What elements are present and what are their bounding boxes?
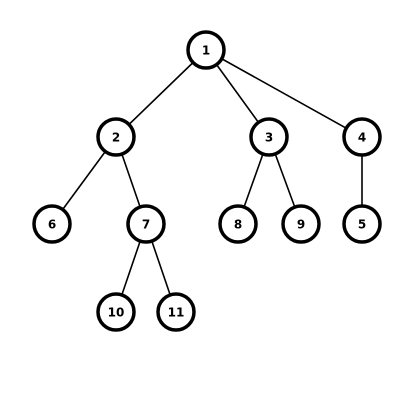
node-label: 10	[108, 306, 125, 320]
node-label: 9	[297, 218, 305, 232]
node-10: 10	[96, 292, 136, 332]
node-circle	[96, 117, 136, 157]
node-label: 2	[112, 131, 120, 145]
node-2: 2	[96, 117, 136, 157]
node-1: 1	[186, 30, 226, 70]
node-label: 4	[358, 131, 366, 145]
node-circle	[281, 204, 321, 244]
node-label: 11	[168, 306, 185, 320]
edge-1-4	[205, 49, 363, 138]
node-4: 4	[342, 117, 382, 157]
node-circle	[96, 292, 136, 332]
node-circle	[218, 204, 258, 244]
node-circle	[186, 30, 226, 70]
node-circle	[126, 204, 166, 244]
node-9: 9	[281, 204, 321, 244]
node-7: 7	[126, 204, 166, 244]
edges-layer	[51, 49, 363, 313]
node-label: 3	[265, 131, 273, 145]
node-circle	[32, 204, 72, 244]
node-5: 5	[342, 204, 382, 244]
node-8: 8	[218, 204, 258, 244]
node-circle	[342, 117, 382, 157]
node-label: 6	[48, 218, 56, 232]
edge-1-2	[115, 49, 207, 138]
node-label: 5	[358, 218, 366, 232]
node-circle	[342, 204, 382, 244]
node-circle	[249, 117, 289, 157]
node-11: 11	[156, 292, 196, 332]
node-3: 3	[249, 117, 289, 157]
node-label: 7	[142, 218, 150, 232]
nodes-layer: 1 2 3 4 6 7 8 9 5 10 11	[32, 30, 382, 332]
node-label: 1	[202, 44, 210, 58]
node-circle	[156, 292, 196, 332]
node-6: 6	[32, 204, 72, 244]
node-label: 8	[234, 218, 242, 232]
